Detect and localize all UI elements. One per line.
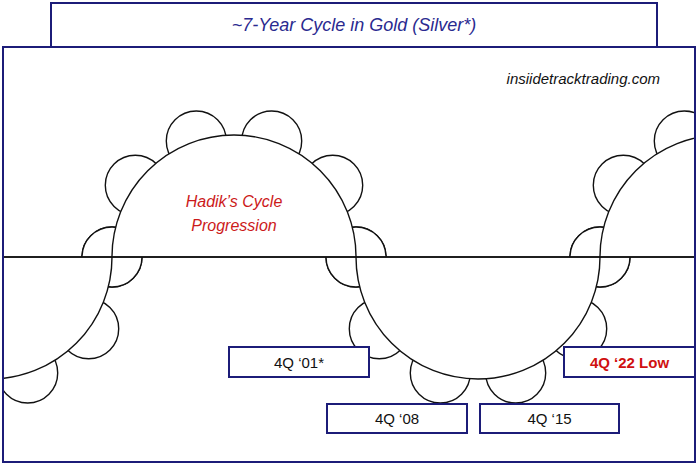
chart-frame <box>2 46 696 463</box>
date-label: 4Q ‘08 <box>375 410 419 427</box>
cycle-illustration <box>4 48 694 461</box>
small-cycles <box>4 111 694 403</box>
date-label: 4Q ‘22 Low <box>590 354 669 371</box>
big-cycles <box>4 135 694 379</box>
date-label: 4Q ‘01* <box>274 354 324 371</box>
cycle-label: Hadik’s Cycle Progression <box>164 190 304 238</box>
big-cycle <box>4 257 112 379</box>
big-cycle <box>600 135 694 257</box>
title-text: ~7-Year Cycle in Gold (Silver*) <box>232 15 477 36</box>
date-box: 4Q ‘15 <box>479 403 620 434</box>
date-box: 4Q ‘22 Low <box>563 346 696 378</box>
watermark: insiidetracktrading.com <box>470 70 660 87</box>
date-box: 4Q ‘08 <box>326 403 468 434</box>
date-label: 4Q ‘15 <box>527 410 571 427</box>
big-cycle <box>112 135 356 257</box>
date-box: 4Q ‘01* <box>228 346 370 378</box>
time-axis <box>4 256 694 257</box>
title-box: ~7-Year Cycle in Gold (Silver*) <box>50 2 658 46</box>
